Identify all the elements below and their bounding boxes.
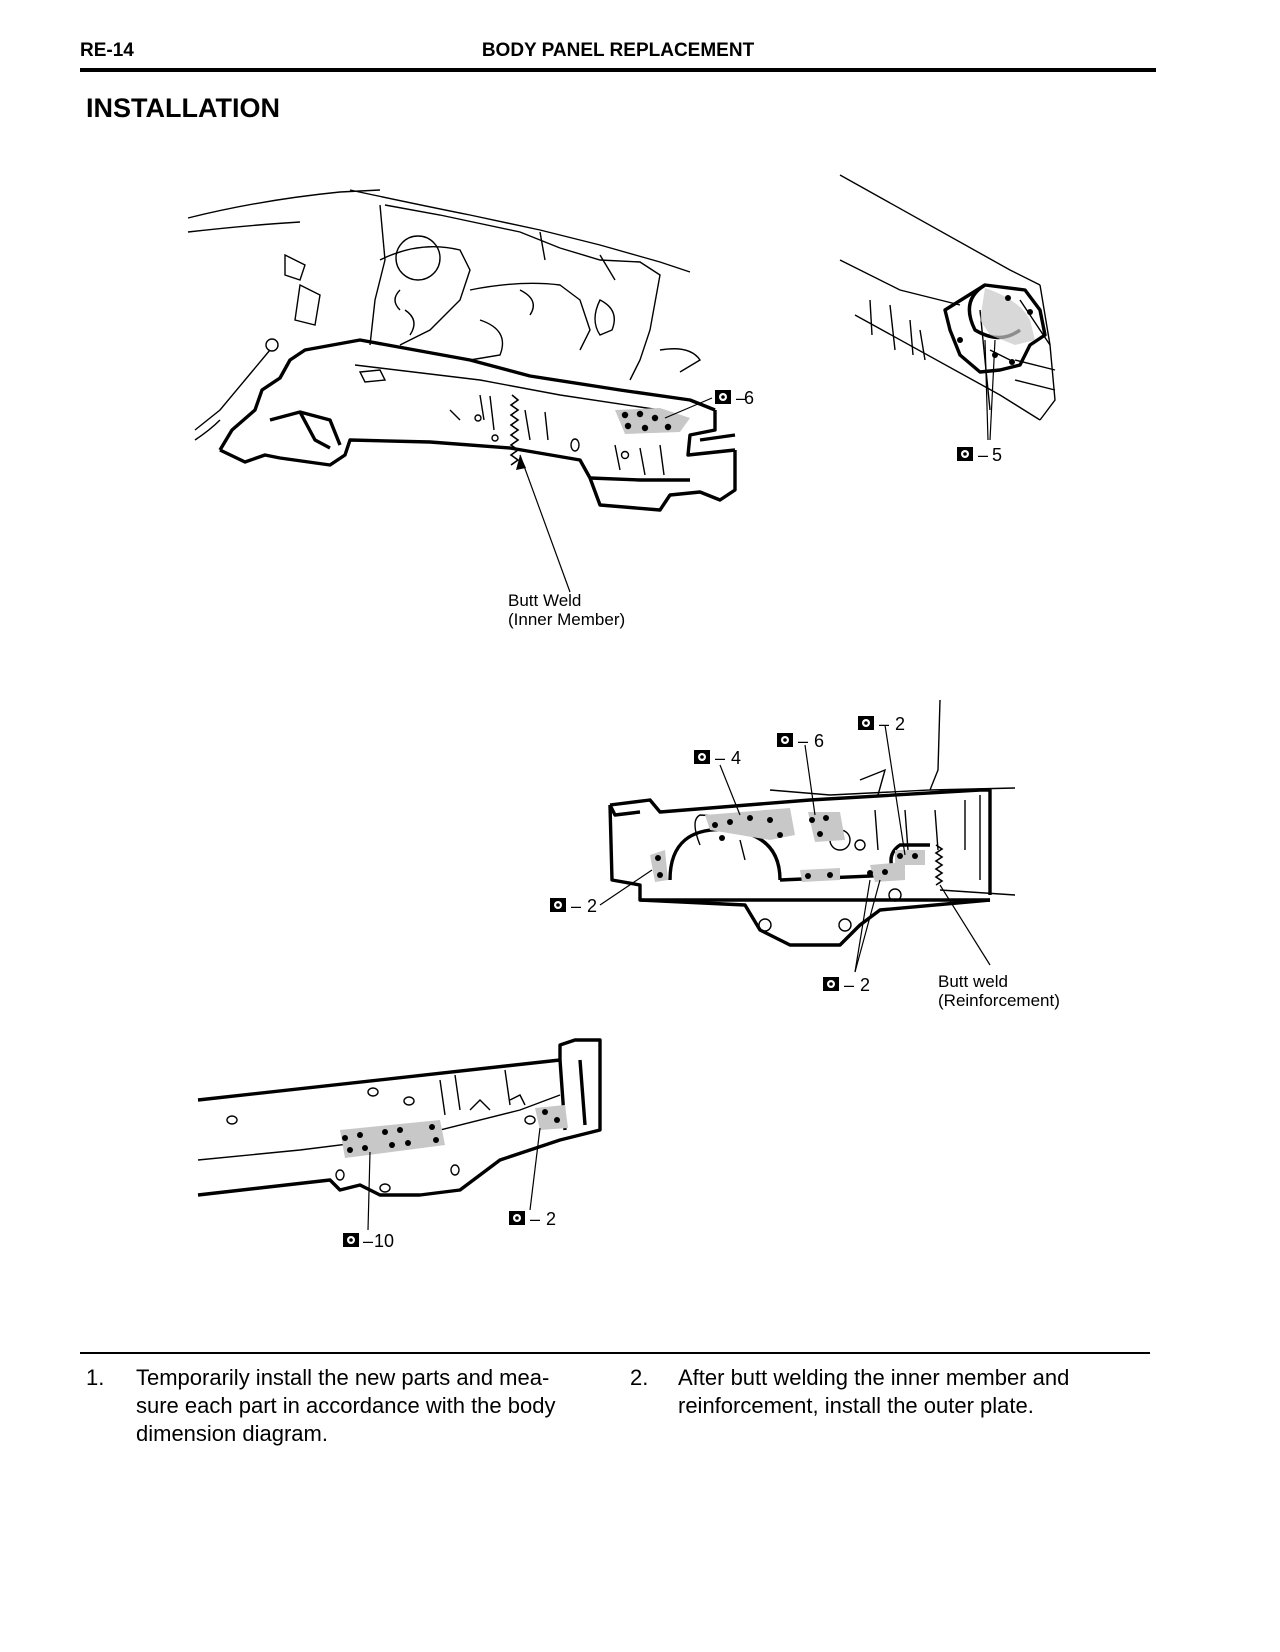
fig3-annotation-line2: (Reinforcement) [938,991,1060,1010]
fig4-callout-10: 10 [374,1231,394,1251]
spot-weld-symbol-icon [550,898,566,912]
fig1-callout-6: 6 [744,388,754,408]
page-header: RE-14 BODY PANEL REPLACEMENT [80,38,1156,72]
spot-weld-symbol-icon [858,716,874,730]
step-1-line-1: Temporarily install the new parts and me… [136,1365,550,1390]
svg-text:–: – [715,748,725,768]
instructions-rule [80,1352,1150,1354]
header-rule [80,68,1156,72]
spot-weld-symbol-icon [509,1211,525,1225]
spot-weld-symbol-icon [715,390,731,404]
step-2-number: 2. [630,1365,649,1390]
fig1-annotation-line1: Butt Weld [508,591,581,610]
page-number: RE-14 [80,40,134,61]
section-title: INSTALLATION [86,93,280,123]
spot-weld-symbol-icon [777,733,793,747]
svg-text:–: – [530,1209,540,1229]
running-title: BODY PANEL REPLACEMENT [481,40,755,61]
fig3-callout-4: 4 [731,748,741,768]
svg-text:–: – [844,975,854,995]
figure-1-front-side-member [187,189,737,593]
fig1-annotation-line2: (Inner Member) [508,610,625,629]
step-1-line-2: sure each part in accordance with the bo… [136,1393,556,1418]
step-1-line-3: dimension diagram. [136,1421,328,1446]
spot-weld-symbol-icon [823,977,839,991]
step-2-line-1: After butt welding the inner member and [678,1365,1070,1390]
spot-weld-symbol-icon [694,750,710,764]
illustrations: 6 – Butt Weld (Inner Member) – 5 [187,174,1060,1251]
figure-3-reinforcement [599,699,1016,973]
fig3-callout-2-top: 2 [895,714,905,734]
svg-text:–: – [879,714,889,734]
fig4-callout-2: 2 [546,1209,556,1229]
fig3-annotation-line1: Butt weld [938,972,1008,991]
figure-4-outer-plate [197,1038,602,1231]
spot-weld-symbol-icon [957,447,973,461]
svg-text:–: – [978,445,988,465]
svg-text:–: – [798,731,808,751]
figure-2-member-end-detail [839,174,1056,441]
fig3-callout-6: 6 [814,731,824,751]
step-2-line-2: reinforcement, install the outer plate. [678,1393,1034,1418]
fig3-callout-2-bottom: 2 [860,975,870,995]
fig2-callout-5: 5 [992,445,1002,465]
fig3-callout-2-left: 2 [587,896,597,916]
spot-weld-symbol-icon [343,1233,359,1247]
svg-text:–: – [571,896,581,916]
svg-text:–: – [363,1231,373,1251]
step-1-number: 1. [86,1365,105,1390]
svg-text:–: – [736,388,746,408]
